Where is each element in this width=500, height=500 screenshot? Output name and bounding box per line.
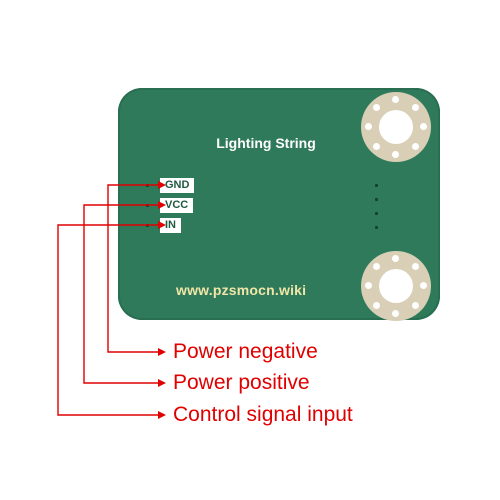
power-positive-arrow-icon (158, 379, 166, 387)
hole-via (392, 255, 399, 262)
board-title: Lighting String (216, 135, 316, 151)
hole-via (412, 143, 419, 150)
hole-via (365, 123, 372, 130)
board-url: www.pzsmocn.wiki (176, 282, 307, 298)
vcc-arrow-icon (158, 201, 166, 209)
mounting-hole-top (361, 92, 431, 162)
mounting-hole-bottom (361, 251, 431, 321)
hole-via (412, 104, 419, 111)
control-signal-arrow-icon (158, 411, 166, 419)
hole-via (373, 104, 380, 111)
hole-via (392, 96, 399, 103)
hole-via (373, 302, 380, 309)
hole-via (392, 310, 399, 317)
hole-via (420, 282, 427, 289)
vcc-leader-line (83, 204, 160, 384)
hole-via (373, 263, 380, 270)
solder-pad (375, 226, 378, 229)
hole-via (412, 263, 419, 270)
hole-via (392, 151, 399, 158)
gnd-leader-line (107, 184, 160, 353)
hole-via (365, 282, 372, 289)
mounting-hole-center (379, 269, 413, 303)
solder-pad (375, 184, 378, 187)
callout-power-negative: Power negative (173, 340, 318, 363)
pin-label-vcc: VCC (160, 198, 194, 213)
mounting-hole-center (379, 110, 413, 144)
solder-pad (375, 198, 378, 201)
in-leader-line (57, 224, 160, 416)
gnd-arrow-icon (158, 181, 166, 189)
power-negative-arrow-icon (158, 348, 166, 356)
hole-via (420, 123, 427, 130)
solder-pad (375, 212, 378, 215)
in-arrow-icon (158, 221, 166, 229)
callout-control-signal-input: Control signal input (173, 403, 353, 426)
pin-label-gnd: GND (160, 178, 195, 193)
hole-via (412, 302, 419, 309)
pin-label-in: IN (160, 218, 181, 233)
hole-via (373, 143, 380, 150)
callout-power-positive: Power positive (173, 371, 310, 394)
